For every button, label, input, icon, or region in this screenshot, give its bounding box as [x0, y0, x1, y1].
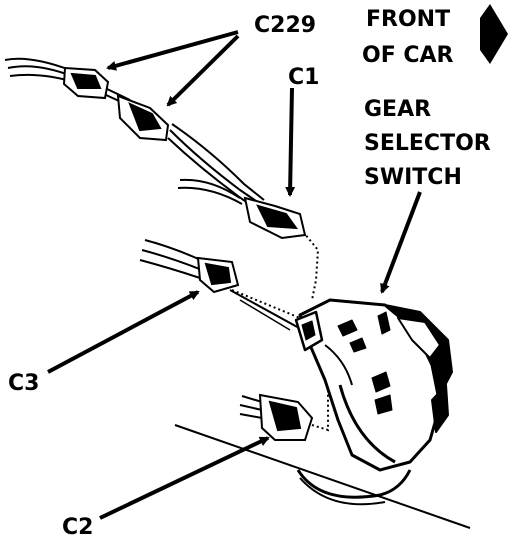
label-switch-line2: SELECTOR: [364, 131, 491, 156]
gear-selector-switch-body: [294, 298, 453, 472]
arrow-c229-left: [106, 30, 239, 71]
label-front-line1: FRONT: [366, 7, 450, 32]
right-arrow-icon: [480, 4, 508, 64]
arrow-c2: [99, 436, 270, 520]
arrow-c1: [285, 87, 296, 197]
connector-c3: [139, 239, 301, 319]
label-c229: C229: [254, 13, 316, 38]
label-c3: C3: [8, 371, 39, 396]
label-front-line2: OF CAR: [362, 43, 454, 68]
connector-c2: [239, 388, 329, 441]
wire-harness-upper: [4, 57, 320, 301]
label-c1: C1: [288, 65, 319, 90]
label-switch-line1: GEAR: [364, 97, 431, 122]
callout-arrows: [47, 30, 422, 520]
connector-c229: [62, 66, 170, 142]
arrow-switch: [380, 191, 422, 294]
arrow-c229-right: [166, 34, 240, 107]
column-collar: [296, 469, 412, 506]
arrow-c3: [47, 290, 200, 374]
label-c2: C2: [62, 515, 93, 540]
connector-c1: [243, 196, 307, 240]
label-switch-line3: SWITCH: [364, 165, 462, 190]
